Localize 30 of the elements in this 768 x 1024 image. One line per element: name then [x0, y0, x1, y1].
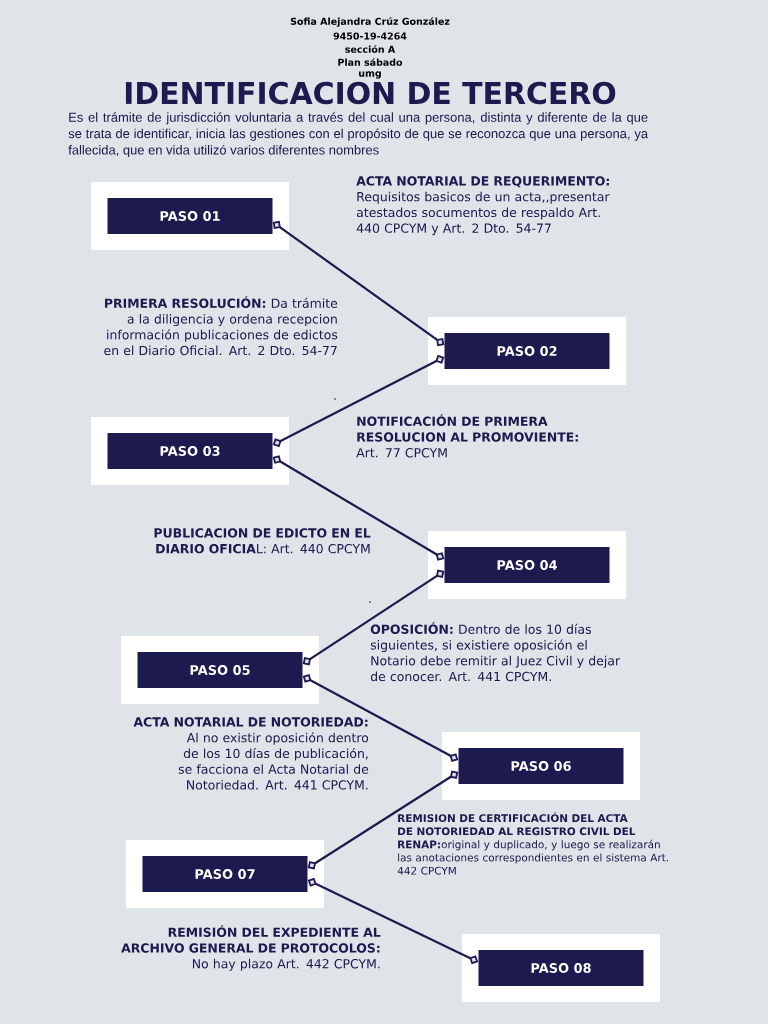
heading-line: Sofia Alejandra Crúz González — [290, 17, 450, 27]
title: IDENTIFICACION DE TERCERO — [125, 81, 616, 105]
connector-line — [307, 770, 459, 870]
heading-line: umg — [359, 71, 381, 79]
step-description: PUBLICACION DE EDICTO EN EL DIARIO OFICIAL: Art. 440 CPCYM — [154, 528, 371, 554]
step-description: REMISIÓN DEL EXPEDIENTE AL ARCHIVO GENERAL DE PROTOCOLOS: No hay plazo Art. 442 CPCYM. — [121, 925, 381, 971]
step-description: ACTA NOTARIAL DE REQUERIMENTO: Requisitos basicos de un acta,,presentar atestados socumentos de respaldo Art. 440 CPCYM y Art. 2 Dto. 54-77 — [356, 176, 610, 236]
heading-line: sección A — [345, 45, 396, 53]
step-description: NOTIFICACIÓN DE PRIMERA RESOLUCION AL PROMOVIENTE: Art. 77 CPCYM — [356, 414, 578, 458]
step-box: PASO 06 — [442, 732, 640, 800]
step-description: PRIMERA RESOLUCIÓN: Da trámite a la diligencia y ordena recepcion información publicaciones de edictos en el Diario Oficial. Art. 2 Dto. 54-77 — [104, 296, 338, 356]
step-box: PASO 02 — [428, 317, 626, 385]
heading-line: 9450-19-4264 — [333, 32, 407, 40]
step-description: OPOSICIÓN: Dentro de los 10 días siguientes, si existiere oposición el Notario debe remitir al Juez Civil y dejar de conocer. Art. 441 CPCYM. — [370, 622, 621, 682]
step-box: PASO 01 — [91, 182, 289, 250]
connector-line — [307, 877, 479, 965]
connector-line — [272, 354, 445, 448]
step-box: PASO 05 — [121, 636, 319, 704]
step-description: REMISION DE CERTIFICACIÓN DEL ACTA DE NOTORIEDAD AL REGISTRO CIVIL DEL RENAP:original y duplicado, y luego se realizarán las anotaciones correspondientes en el sistema Art. 442 CPCYM — [397, 812, 668, 875]
step-box: PASO 07 — [126, 840, 324, 908]
step-description: . — [334, 398, 336, 400]
paragraph: Es el trámite de jurisdicción voluntaria a través del cual una persona, distinta y diferente de la que se trata de identificar, inicia las gestiones con el propósito de que se reconozca que una persona, ya fallecida, que en vida utilizó varios diferentes nombres — [68, 112, 649, 158]
heading-line: Plan sábado — [338, 58, 403, 66]
step-box: PASO 03 — [91, 417, 289, 485]
connector-line — [272, 455, 445, 561]
step-box: PASO 08 — [462, 934, 660, 1002]
connector-line — [302, 569, 445, 666]
step-description: . — [369, 601, 371, 603]
step-box: PASO 04 — [428, 531, 626, 599]
step-description: ACTA NOTARIAL DE NOTORIEDAD: Al no existir oposición dentro de los 10 días de publicación, se facciona el Acta Notarial de Notoriedad. Art. 441 CPCYM. — [133, 717, 369, 790]
